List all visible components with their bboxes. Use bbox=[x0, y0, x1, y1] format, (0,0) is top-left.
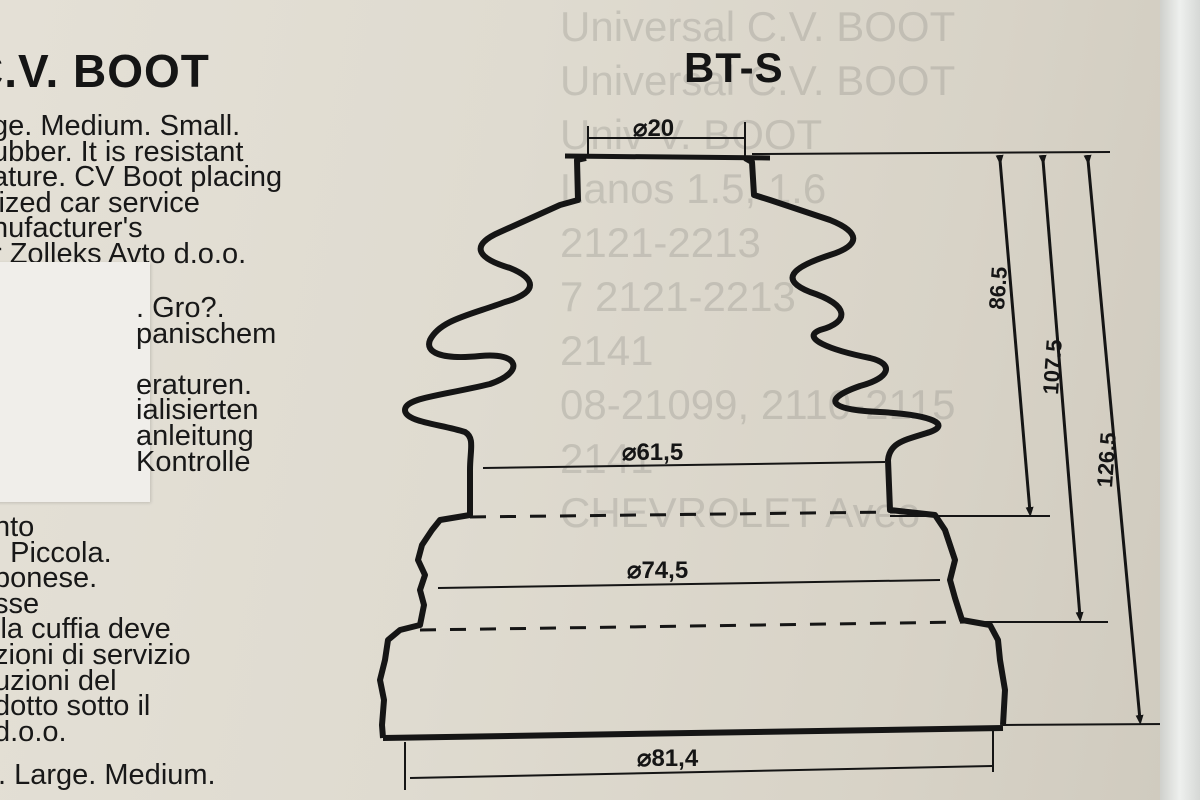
height-arrow-3 bbox=[1083, 154, 1144, 725]
label-top-dia: ⌀20 bbox=[633, 115, 674, 142]
label-height-2: 107.5 bbox=[1038, 339, 1067, 396]
text-line: d.o.o. bbox=[0, 715, 67, 748]
ghost-line: Univ V. BOOT bbox=[560, 111, 823, 158]
ghost-bleed-text: Universal C.V. BOOT Universal C.V. BOOT Un… bbox=[560, 0, 955, 540]
ghost-line: 2121-2213 bbox=[560, 219, 761, 266]
description-bottom: . Large. Medium. bbox=[0, 759, 216, 791]
boot-base bbox=[382, 725, 1004, 741]
description-german: . Gro?. panischem eraturen. ialisierten … bbox=[136, 292, 277, 478]
text-line: ature. CV Boot placing bbox=[0, 161, 283, 194]
text-line: lized car service bbox=[0, 186, 200, 219]
text-line: nufacturer's bbox=[0, 212, 143, 245]
boot-outline-left bbox=[377, 155, 587, 739]
text-line: sse bbox=[0, 587, 40, 620]
metal-edge bbox=[1160, 0, 1200, 800]
text-line: zioni di servizio bbox=[0, 638, 191, 671]
text-line: . Gro?. bbox=[136, 292, 225, 324]
dim-line-dia-1 bbox=[482, 461, 886, 469]
text-line: uzioni del bbox=[0, 664, 117, 697]
ghost-line: 2141 bbox=[560, 327, 654, 374]
text-line: anleitung bbox=[136, 419, 254, 452]
model-code: BT-S bbox=[684, 44, 784, 91]
ghost-line: 7 2121-2213 bbox=[560, 273, 796, 320]
label-dia-3: ⌀81,4 bbox=[637, 745, 699, 772]
text-line: . Piccola. bbox=[0, 536, 112, 569]
text-line: nto bbox=[0, 511, 35, 543]
dim-line-dia-3 bbox=[409, 765, 993, 779]
boot-outline-right bbox=[743, 155, 1008, 726]
text-line: . Large. Medium. bbox=[0, 759, 216, 791]
height-arrow-2 bbox=[1038, 154, 1084, 622]
boot-top-collar bbox=[564, 153, 771, 161]
text-line: ponese. bbox=[0, 562, 98, 595]
white-label-sticker bbox=[0, 262, 150, 502]
label-height-1: 86.5 bbox=[984, 266, 1012, 310]
text-line: dotto sotto il bbox=[0, 690, 151, 723]
description-italian: nto . Piccola. ponese. sse lla cuffia de… bbox=[0, 511, 191, 748]
ghost-line: Universal C.V. BOOT bbox=[560, 3, 956, 50]
ghost-line: Universal C.V. BOOT bbox=[560, 57, 956, 104]
text-line: ge. Medium. Small. bbox=[0, 110, 241, 142]
product-title: C.V. BOOT bbox=[0, 45, 210, 97]
label-height-3: 126.5 bbox=[1092, 432, 1121, 489]
text-line: ubber. It is resistant bbox=[0, 135, 244, 168]
section-line-2 bbox=[419, 620, 966, 632]
text-line: lla cuffia deve bbox=[0, 613, 171, 646]
label-dia-1: ⌀61,5 bbox=[622, 439, 683, 466]
text-line: Kontrolle bbox=[136, 445, 251, 478]
ghost-line: 08-21099, 2110-2115 bbox=[560, 381, 956, 428]
reference-line-top bbox=[751, 151, 1111, 155]
section-line-1 bbox=[469, 510, 896, 519]
height-arrow-1 bbox=[995, 154, 1034, 517]
text-line: panischem bbox=[136, 317, 277, 350]
text-line: eraturen. bbox=[136, 368, 253, 401]
ghost-line: 2141 bbox=[560, 435, 654, 482]
label-dia-2: ⌀74,5 bbox=[627, 557, 688, 584]
dim-line-dia-2 bbox=[437, 579, 941, 589]
text-line: ialisierten bbox=[136, 394, 259, 427]
reference-line-bottom bbox=[1002, 723, 1171, 726]
